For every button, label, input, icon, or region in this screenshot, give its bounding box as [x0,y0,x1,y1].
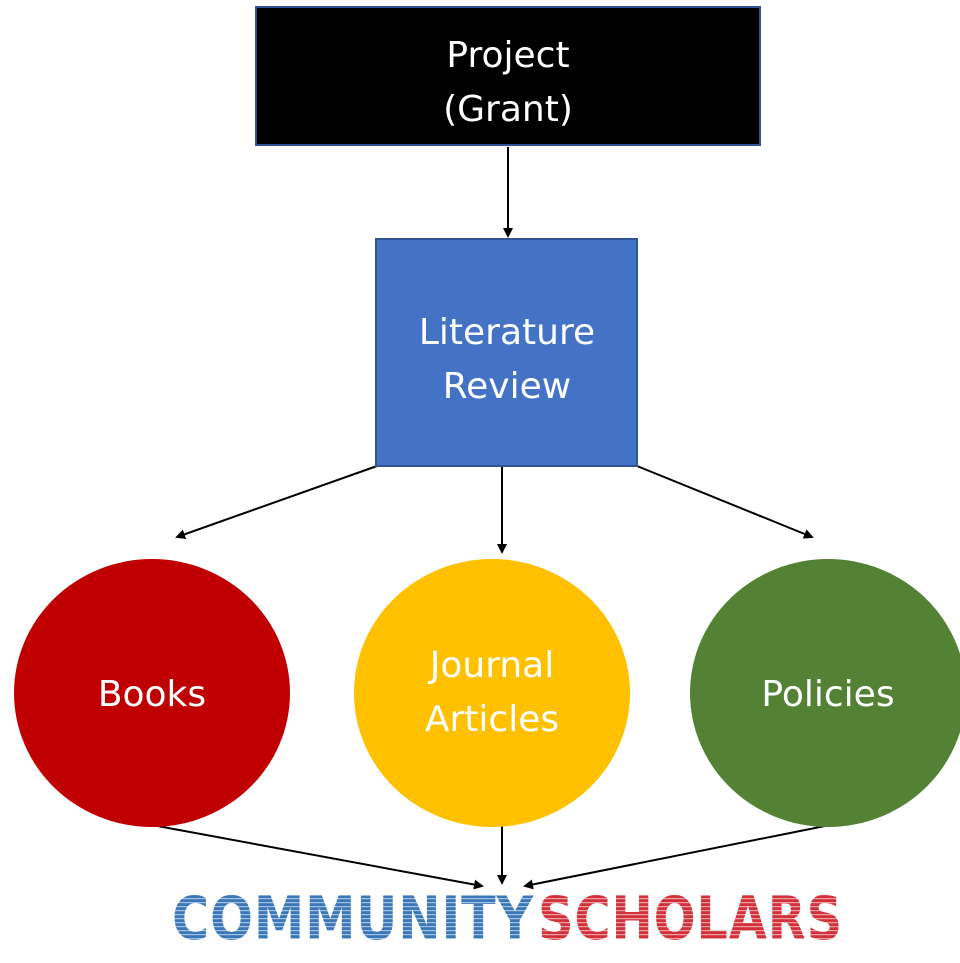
journal-articles-label-line2: Articles [425,699,559,740]
project-node: Project (Grant) [255,6,761,146]
literature-review-label-line2: Review [443,366,571,407]
arrow-literature-review-to-books [175,465,378,540]
policies-circle [690,559,960,827]
literature-review-label-line1: Literature [419,312,595,353]
books-circle [14,559,290,827]
arrow-literature-review-to-policies [636,465,814,539]
books-node: Books [14,559,290,827]
project-box [255,6,761,146]
journal-articles-node: Journal Articles [354,559,630,827]
literature-review-box [375,238,638,467]
logo-stripe-overlay [172,892,844,942]
journal-articles-label-line1: Journal [428,645,555,686]
arrow-policies-to-logo [523,824,831,890]
connector-arrows [151,147,831,890]
project-label-line2: (Grant) [443,89,573,130]
policies-label: Policies [761,674,894,715]
journal-articles-circle [354,559,630,827]
arrow-books-to-logo [151,824,484,890]
community-scholars-logo: COMMUNITY SCHOLARS [172,884,844,954]
literature-review-node: Literature Review [375,238,638,467]
project-label-line1: Project [446,35,569,76]
policies-node: Policies [690,559,960,827]
books-label: Books [98,674,206,715]
